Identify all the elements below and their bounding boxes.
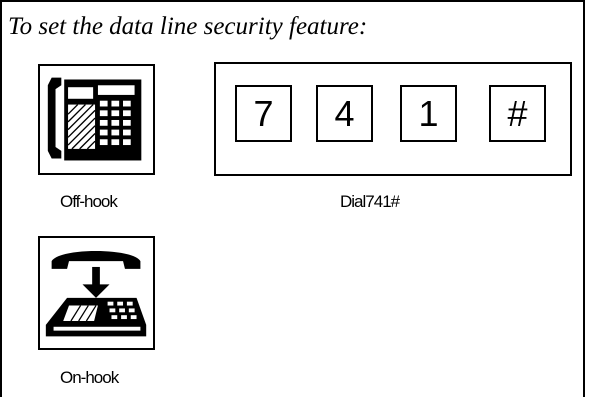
off-hook-icon-box	[38, 64, 155, 175]
off-hook-phone-icon	[47, 77, 142, 161]
dial-keys-panel: 7 4 1 #	[214, 62, 572, 176]
page-frame	[0, 0, 585, 397]
step-on-hook-caption: On-hook	[60, 368, 119, 387]
key-7: 7	[235, 85, 292, 142]
step-off-hook-caption: Off-hook	[60, 192, 118, 211]
instruction-title: To set the data line security feature:	[8, 13, 368, 40]
key-4: 4	[316, 85, 373, 142]
key-pound: #	[489, 85, 546, 142]
on-hook-icon-box	[38, 236, 155, 350]
key-1: 1	[400, 85, 457, 142]
on-hook-phone-icon	[45, 251, 147, 337]
step-dial-caption: Dial741#	[340, 192, 400, 211]
